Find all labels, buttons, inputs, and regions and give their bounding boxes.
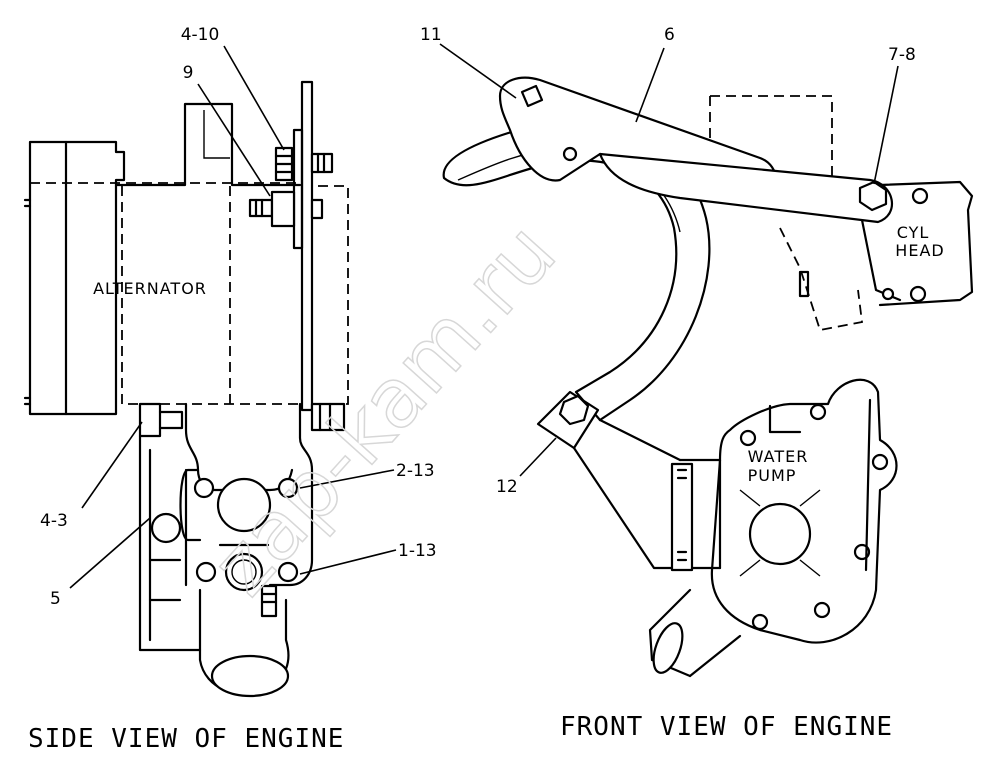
callout-11: 11 — [420, 25, 442, 45]
pivot-bolt — [536, 390, 600, 450]
water-pump-label-line2: PUMP — [748, 466, 797, 485]
alternator — [23, 102, 302, 416]
callout-1-13: 1-13 — [398, 541, 437, 561]
front-view: CYL HEAD — [420, 25, 974, 742]
callout-9: 9 — [183, 63, 194, 83]
water-outlet-pipe — [648, 588, 742, 678]
leader-9 — [197, 83, 271, 197]
front-view-caption: FRONT VIEW OF ENGINE — [560, 712, 893, 742]
alternator-label: ALTERNATOR — [93, 279, 207, 298]
leader-4-3 — [81, 421, 143, 509]
water-pump-label-line1: WATER — [748, 447, 809, 466]
leader-2-13 — [299, 469, 395, 489]
cylinder-head — [709, 95, 974, 332]
leader-1-13 — [299, 549, 397, 575]
cyl-head-label-line1: CYL — [897, 223, 930, 242]
spacer-bolt — [248, 190, 324, 228]
callout-6: 6 — [664, 25, 675, 45]
callout-2-13: 2-13 — [396, 461, 435, 481]
adjusting-plate — [292, 80, 349, 412]
leader-7-8 — [873, 65, 899, 185]
callout-12: 12 — [496, 477, 518, 497]
side-view: ALTERNATOR — [23, 25, 437, 754]
side-view-caption: SIDE VIEW OF ENGINE — [28, 724, 344, 754]
callout-4-10: 4-10 — [181, 25, 220, 45]
adjusting-bolt — [274, 146, 334, 182]
leader-5 — [69, 517, 151, 589]
leader-12 — [519, 437, 557, 477]
callout-4-3: 4-3 — [40, 511, 68, 531]
leader-4-10 — [223, 45, 285, 151]
upper-bracket-arm — [498, 76, 894, 224]
leader-11 — [439, 43, 517, 99]
mounting-bracket — [138, 402, 346, 592]
leader-6 — [635, 47, 665, 123]
callout-5: 5 — [50, 589, 61, 609]
engine-block-side — [138, 434, 290, 698]
cyl-head-label-line2: HEAD — [895, 241, 944, 260]
water-pump — [572, 378, 898, 644]
callout-7-8: 7-8 — [888, 45, 916, 65]
